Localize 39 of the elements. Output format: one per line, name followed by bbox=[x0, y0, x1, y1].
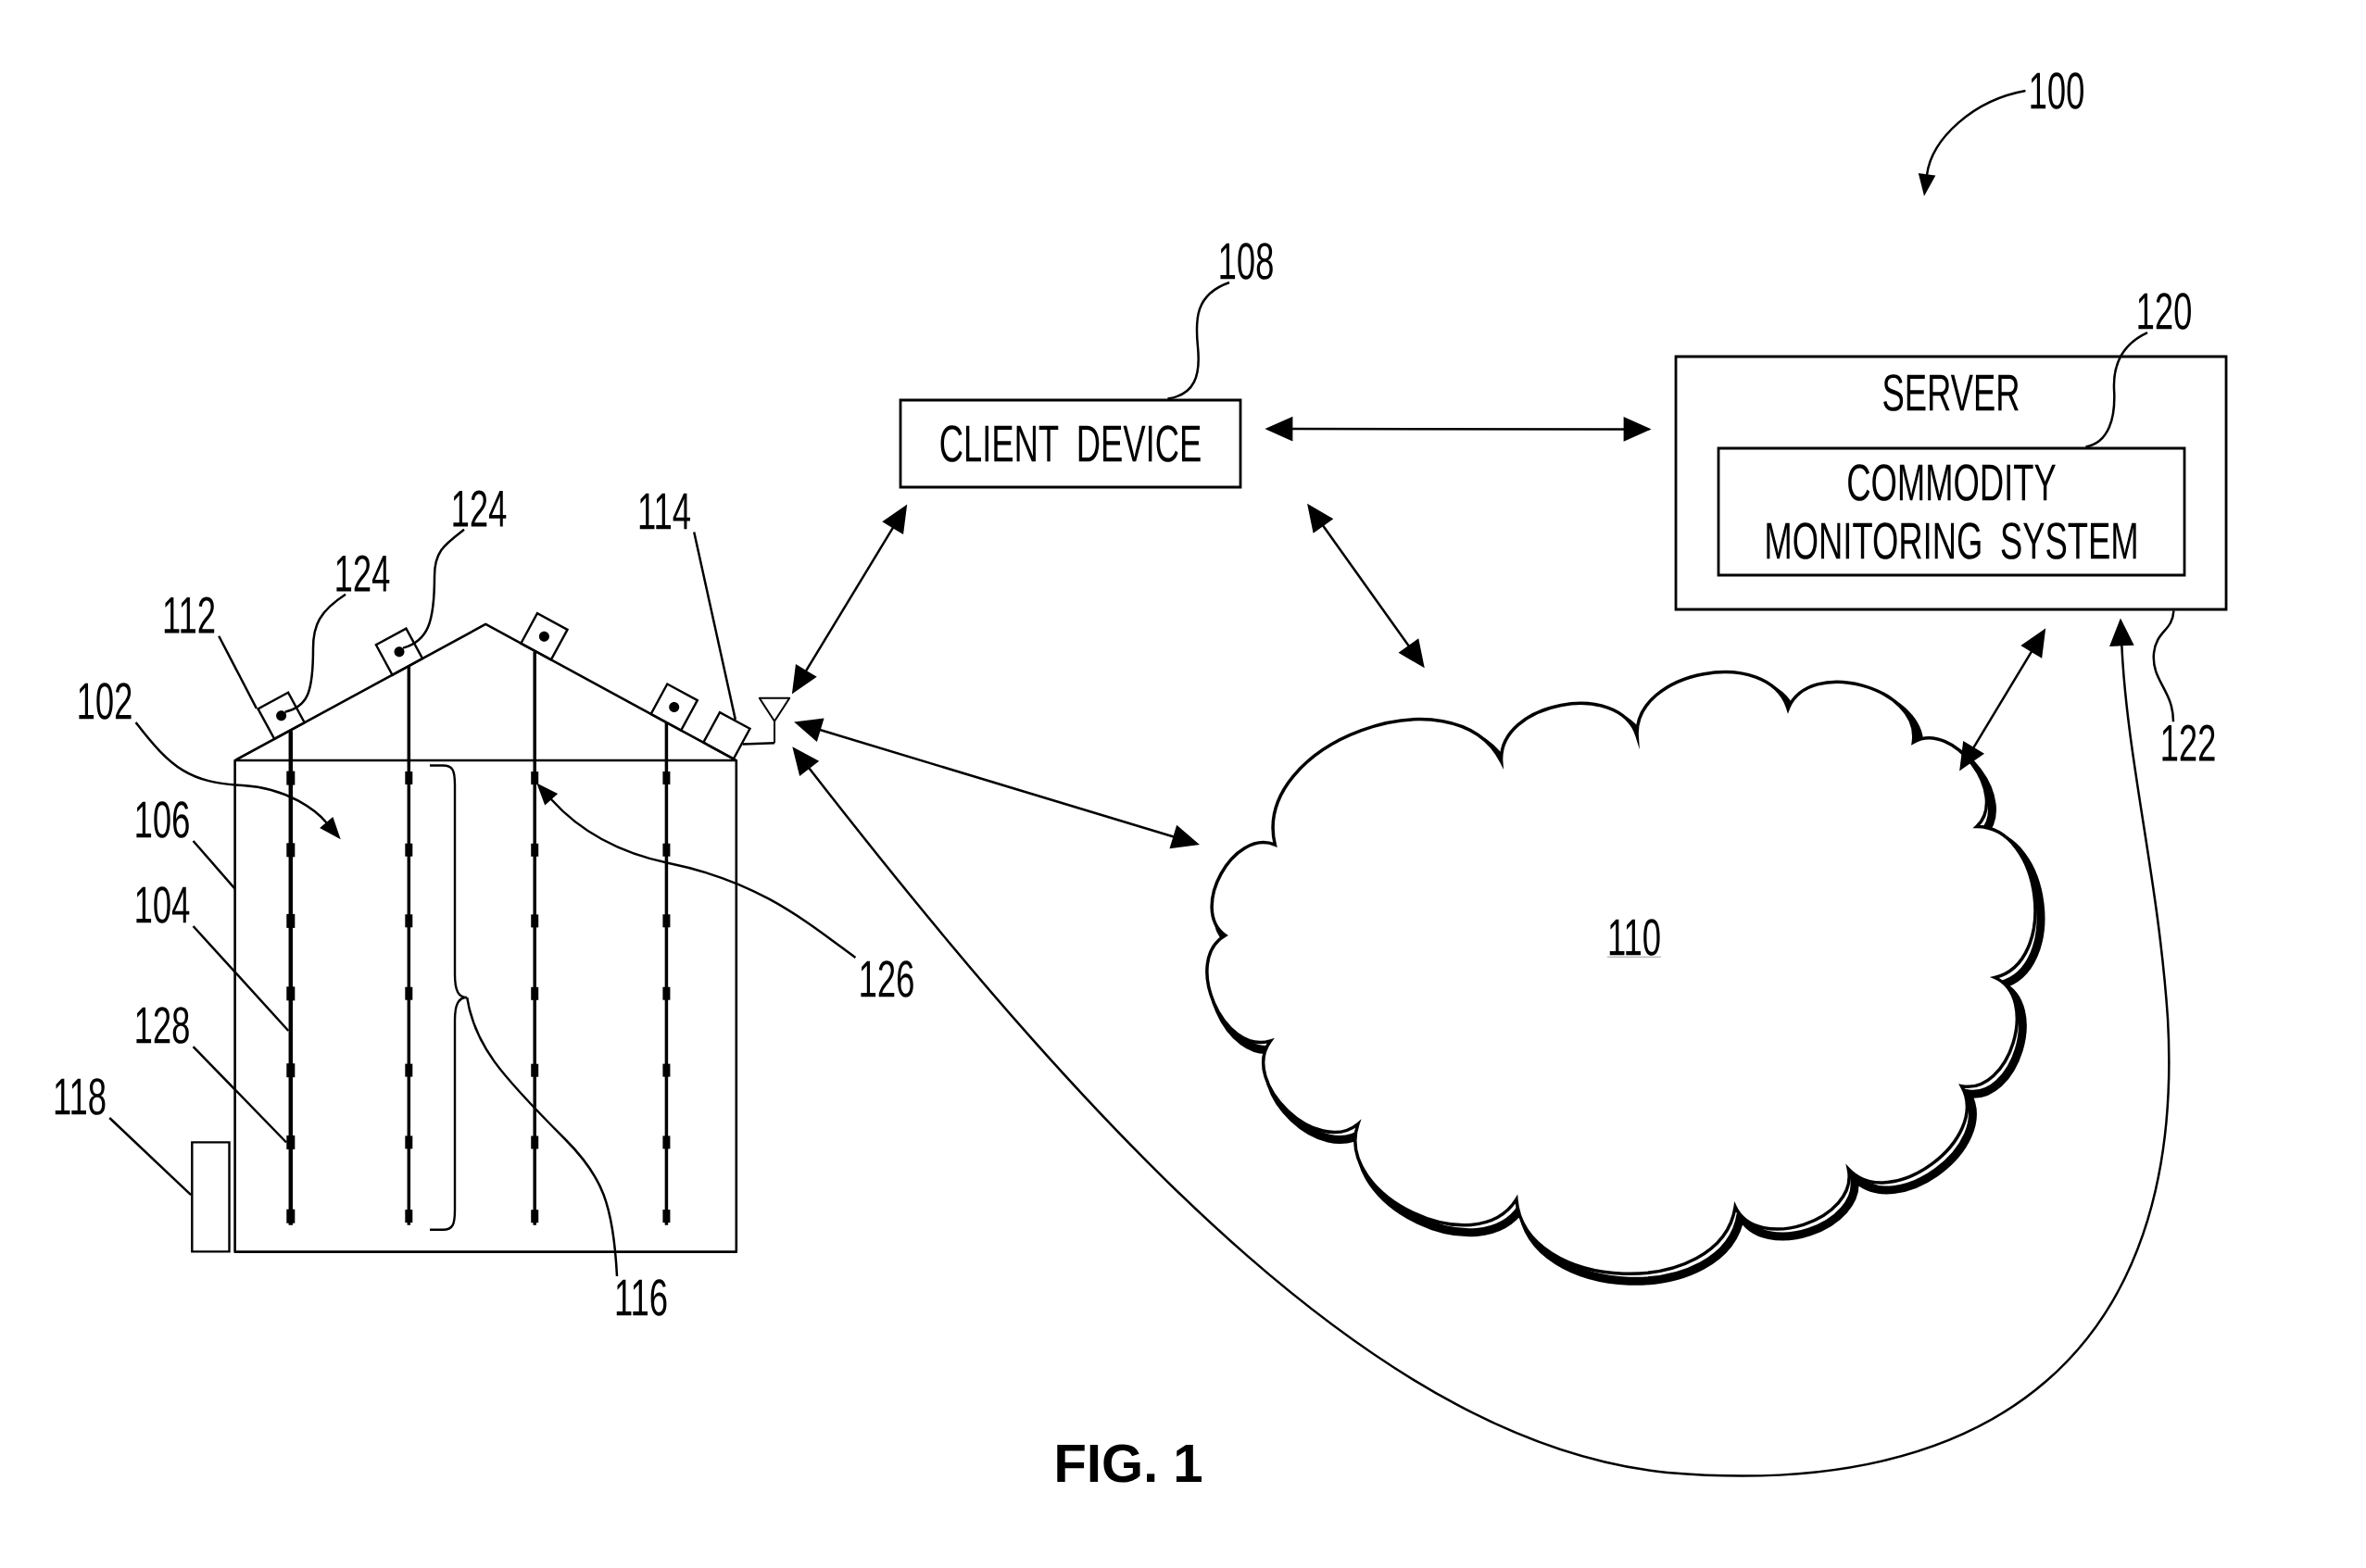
leader-line bbox=[192, 1046, 287, 1144]
leader-line bbox=[284, 593, 346, 713]
leader-line bbox=[693, 532, 737, 721]
brace bbox=[430, 764, 469, 1231]
callout-number: 116 bbox=[616, 1279, 667, 1316]
leader-line bbox=[218, 635, 258, 709]
leader-line bbox=[2152, 610, 2175, 722]
callout-number: 102 bbox=[79, 683, 132, 720]
leader-line bbox=[2085, 331, 2148, 448]
callout-number: 112 bbox=[164, 596, 215, 633]
callout-number: 124 bbox=[336, 555, 390, 592]
system-box: COMMODITY MONITORING SYSTEM bbox=[1717, 446, 2186, 577]
leader-line bbox=[466, 997, 619, 1277]
small-box bbox=[191, 1141, 231, 1253]
leader-line bbox=[192, 840, 236, 890]
wire-line bbox=[742, 741, 775, 746]
callout-number: 126 bbox=[861, 960, 913, 997]
callout-number: 106 bbox=[136, 801, 189, 838]
leader-line bbox=[402, 528, 465, 649]
callout-number: 100 bbox=[2031, 72, 2083, 109]
callout-number: 120 bbox=[2138, 293, 2191, 330]
silo bbox=[233, 622, 738, 1253]
figure-caption: FIG. 1 bbox=[1057, 1444, 1202, 1483]
marker-block bbox=[286, 1135, 296, 1149]
callout-number: 118 bbox=[55, 1078, 106, 1115]
callout-number: 108 bbox=[1220, 243, 1273, 280]
leader-line bbox=[108, 1117, 192, 1197]
small-box bbox=[374, 627, 424, 677]
callout-number: 122 bbox=[2162, 724, 2215, 761]
callout-number: 104 bbox=[136, 886, 190, 923]
callout-number: 124 bbox=[453, 490, 507, 527]
callout-number: 114 bbox=[639, 493, 690, 530]
antenna-symbol bbox=[758, 696, 791, 745]
callout-number: 128 bbox=[136, 1007, 189, 1044]
leader-line bbox=[192, 925, 290, 1032]
device-box: CLIENT DEVICE bbox=[899, 398, 1242, 489]
cloud: 110 bbox=[1205, 670, 2045, 1286]
leader-line bbox=[1167, 281, 1230, 400]
cable bbox=[286, 731, 296, 1225]
